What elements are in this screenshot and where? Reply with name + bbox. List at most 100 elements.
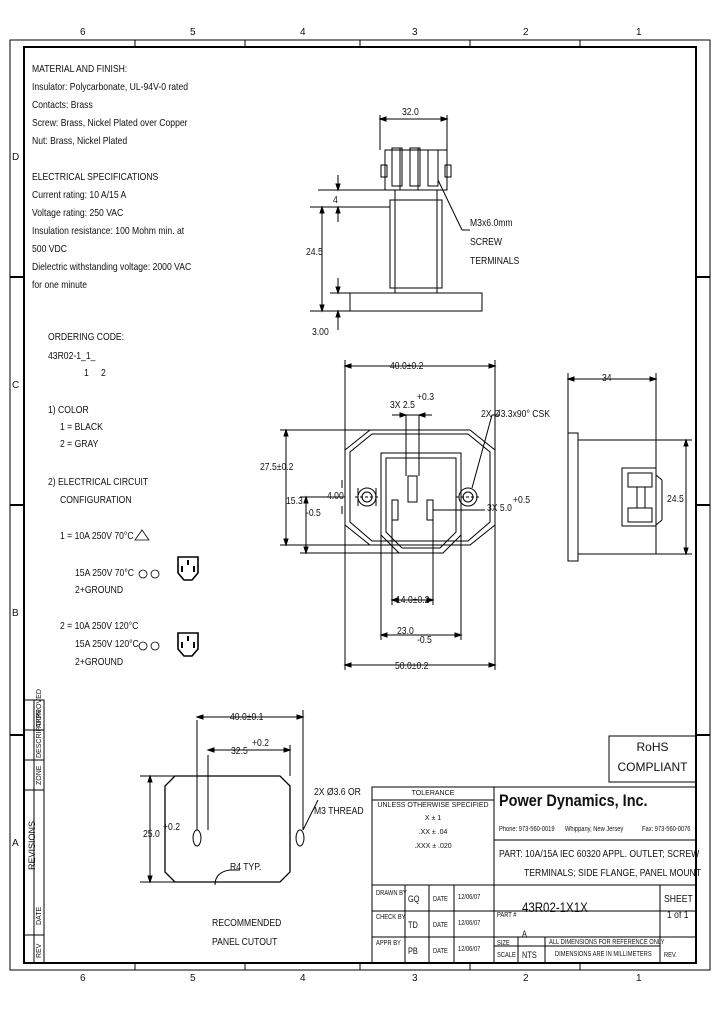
revisions-rev: REV — [36, 943, 43, 958]
field-label: PART # — [497, 912, 517, 919]
tolerance-title: TOLERANCE — [411, 790, 455, 797]
electrical-heading: ELECTRICAL SPECIFICATIONS — [32, 171, 159, 183]
circuit-option: 2+GROUND — [75, 584, 124, 596]
circuit-title: CONFIGURATION — [60, 494, 132, 506]
rohs-label: RoHS — [636, 740, 669, 754]
field-label: DATE — [433, 922, 448, 929]
dim-label: 3.00 — [312, 326, 329, 338]
field-value: PB — [408, 946, 418, 956]
electrical-line: Dielectric withstanding voltage: 2000 VA… — [32, 261, 192, 273]
dim-label: 23.0 — [397, 625, 414, 637]
tolerance-row: .XX ± .04 — [418, 829, 448, 836]
company-city: Whippany, New Jersey — [565, 826, 624, 833]
dim-label: 3X 2.5 — [390, 399, 415, 411]
cutout-caption: PANEL CUTOUT — [212, 936, 278, 948]
material-line: Contacts: Brass — [32, 99, 93, 111]
screw-note: TERMINALS — [470, 255, 520, 267]
cutout-caption: RECOMMENDED — [212, 917, 282, 929]
electrical-line: Current rating: 10 A/15 A — [32, 189, 127, 201]
company-name: Power Dynamics, Inc. — [499, 791, 648, 810]
tolerance-subtitle: UNLESS OTHERWISE SPECIFIED — [377, 802, 489, 809]
dim-label: 32.5 — [231, 745, 248, 757]
dim-label: 25.0 — [143, 828, 160, 840]
rohs-label: COMPLIANT — [617, 760, 688, 774]
field-label: APPR BY — [376, 940, 401, 947]
ordering-index-2: 2 — [101, 367, 106, 379]
zone-top-6: 6 — [80, 27, 86, 38]
zone-top-1: 1 — [636, 27, 642, 38]
zone-bottom-5: 5 — [190, 973, 196, 984]
zone-left-b: B — [12, 608, 19, 619]
dim-label: 24.5 — [667, 493, 684, 505]
circuit-option: 15A 250V 120°C — [75, 638, 139, 650]
field-label: SIZE — [497, 940, 510, 947]
dim-label: 32.0 — [402, 106, 419, 118]
ordering-heading: ORDERING CODE: — [48, 331, 125, 343]
zone-bottom-6: 6 — [80, 973, 86, 984]
dim-tolerance: -0.5 — [306, 507, 321, 519]
field-value: GQ — [408, 894, 420, 904]
dim-tolerance: +0.2 — [163, 821, 181, 833]
field-value: 12/06/07 — [458, 920, 481, 927]
zone-left-d: D — [12, 152, 20, 163]
field-label: DRAWN BY — [376, 890, 407, 897]
dim-label: 34 — [602, 372, 612, 384]
dim-label: 3X 5.0 — [487, 502, 512, 514]
zone-top-3: 3 — [412, 27, 418, 38]
revisions-zone: ZONE — [36, 765, 43, 785]
dim-label: 4.00 — [327, 490, 344, 502]
tolerance-row: X ± 1 — [424, 815, 442, 822]
field-label: DATE — [433, 948, 448, 955]
electrical-line: for one minute — [32, 279, 88, 291]
sheet-label: SHEET — [664, 893, 693, 905]
dimension-note: ALL DIMENSIONS FOR REFERENCE ONLY — [549, 939, 665, 946]
cutout-holes-note: M3 THREAD — [314, 805, 364, 817]
tolerance-row: .XXX ± .020 — [414, 843, 452, 850]
zone-bottom-4: 4 — [300, 973, 306, 984]
field-value: A — [522, 929, 527, 939]
dimension-note: DIMENSIONS ARE IN MILLIMETERS — [555, 951, 652, 958]
sheet-value: 1 of 1 — [667, 909, 689, 921]
zone-top-2: 2 — [523, 27, 529, 38]
electrical-line: Voltage rating: 250 VAC — [32, 207, 124, 219]
zone-bottom-3: 3 — [412, 973, 418, 984]
circuit-option: 2 = 10A 250V 120°C — [60, 620, 139, 632]
color-option: 1 = BLACK — [60, 421, 103, 433]
dim-tolerance: -0.5 — [417, 634, 432, 646]
dim-label: 40.0±0.1 — [230, 711, 264, 723]
dim-label: 2X Ø3.3x90° CSK — [481, 408, 551, 420]
circuit-title: 2) ELECTRICAL CIRCUIT — [48, 476, 149, 488]
part-number: 43R02-1X1X — [522, 899, 588, 915]
company-fax: Fax: 973-560-0076 — [642, 826, 691, 833]
field-value: 12/06/07 — [458, 894, 481, 901]
color-option: 2 = GRAY — [60, 438, 99, 450]
cutout-holes-note: 2X Ø3.6 OR — [314, 786, 361, 798]
ordering-index-1: 1 — [84, 367, 89, 379]
revisions-approved: APPROVED — [36, 689, 43, 728]
zone-left-a: A — [12, 838, 19, 849]
zone-bottom-1: 1 — [636, 973, 642, 984]
dim-label: 50.0±0.2 — [395, 660, 429, 672]
material-line: Insulator: Polycarbonate, UL-94V-0 rated — [32, 81, 189, 93]
dim-label: 24.5 — [306, 246, 323, 258]
revisions-title: REVISIONS — [27, 820, 37, 870]
zone-top-5: 5 — [190, 27, 196, 38]
circuit-option: 2+GROUND — [75, 656, 124, 668]
dim-label: 15.3 — [286, 495, 303, 507]
electrical-line: 500 VDC — [32, 243, 67, 255]
field-value: 12/06/07 — [458, 946, 481, 953]
dim-label: 27.5±0.2 — [260, 461, 294, 473]
screw-note: M3x6.0mm — [470, 217, 513, 229]
field-label: SCALE — [497, 952, 516, 959]
material-line: Screw: Brass, Nickel Plated over Copper — [32, 117, 188, 129]
cutout-radius-note: R4 TYP. — [230, 861, 262, 873]
dim-label: 4 — [333, 194, 338, 206]
field-label: CHECK BY — [376, 914, 406, 921]
circuit-option: 15A 250V 70°C — [75, 567, 134, 579]
company-phone: Phone: 973-560-0019 — [499, 826, 555, 833]
dim-label: 40.0±0.2 — [390, 360, 424, 372]
color-title: 1) COLOR — [48, 404, 89, 416]
zone-top-4: 4 — [300, 27, 306, 38]
revisions-date: DATE — [36, 906, 43, 925]
